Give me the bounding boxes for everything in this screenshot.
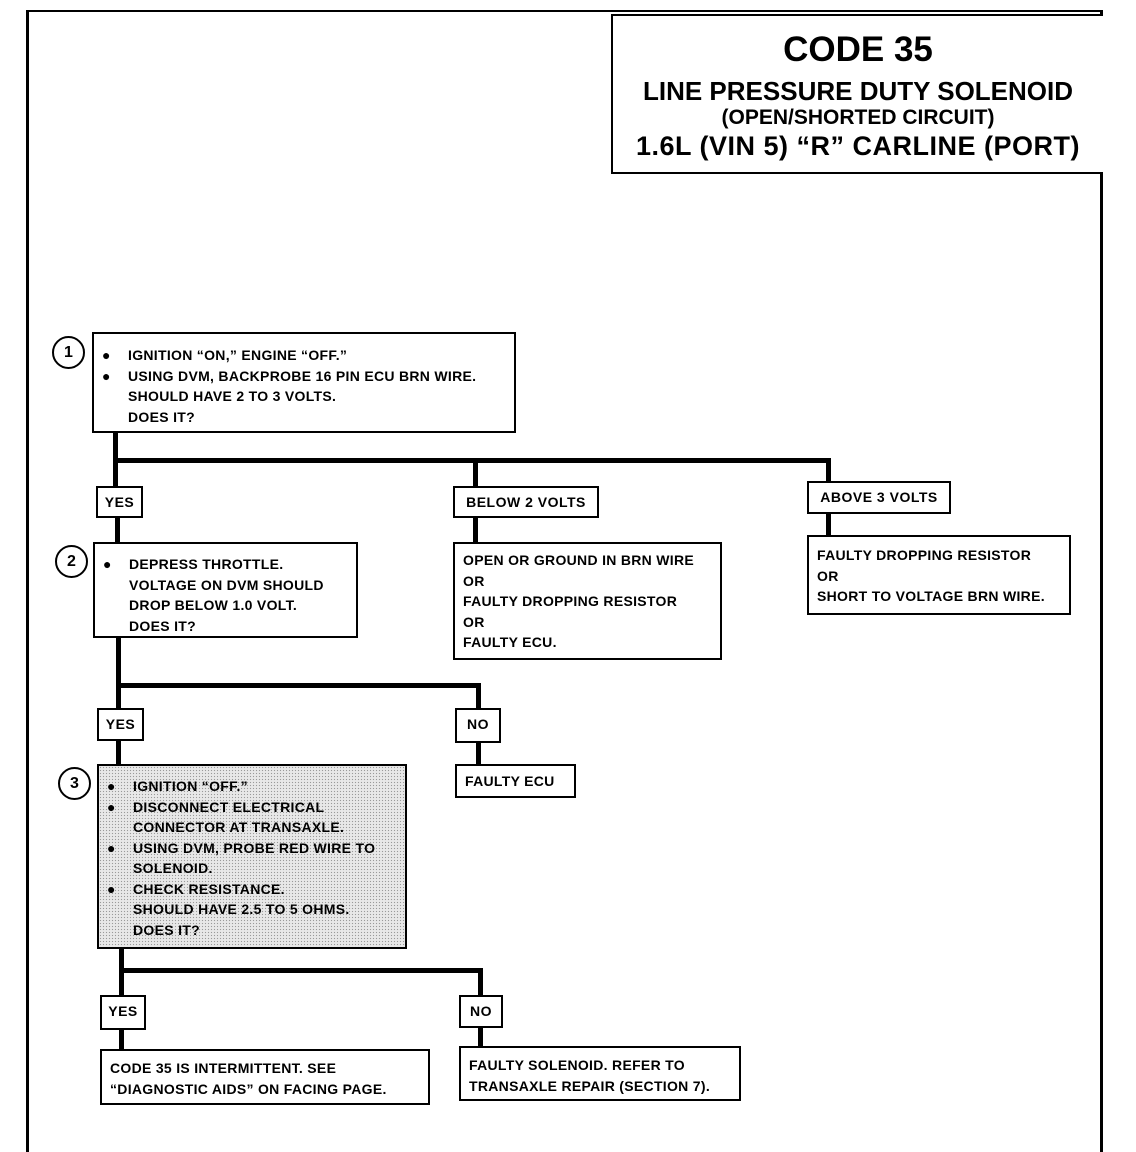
step-1-number: 1	[52, 336, 85, 369]
step-3-number: 3	[58, 767, 91, 800]
title-line-3: 1.6L (VIN 5) “R” CARLINE (PORT)	[635, 131, 1081, 161]
title-line-1: LINE PRESSURE DUTY SOLENOID	[642, 76, 1074, 106]
above-3-volts-label: ABOVE 3 VOLTS	[807, 481, 951, 514]
step-3-item: ●IGNITION “OFF.”	[107, 778, 248, 794]
no-label-2: NO	[455, 708, 501, 743]
connector	[113, 458, 830, 463]
connector	[826, 458, 831, 485]
step-2-number: 2	[55, 545, 88, 578]
step-1-box: ●IGNITION “ON,” ENGINE “OFF.” ●USING DVM…	[92, 332, 516, 433]
title-block: CODE 35 LINE PRESSURE DUTY SOLENOID (OPE…	[611, 14, 1103, 174]
step-2-item: ●DEPRESS THROTTLE. VOLTAGE ON DVM SHOULD…	[103, 556, 324, 634]
step-3-box: ●IGNITION “OFF.” ●DISCONNECT ELECTRICAL …	[97, 764, 407, 949]
yes-label-1: YES	[96, 486, 143, 518]
no-label-3: NO	[459, 995, 503, 1028]
title-line-2: (OPEN/SHORTED CIRCUIT)	[721, 106, 995, 129]
above-3-volts-result: FAULTY DROPPING RESISTOR OR SHORT TO VOL…	[807, 535, 1071, 615]
step-3-item: ●CHECK RESISTANCE. SHOULD HAVE 2.5 TO 5 …	[107, 880, 350, 938]
connector	[116, 636, 121, 710]
connector	[476, 740, 481, 767]
faulty-solenoid-result: FAULTY SOLENOID. REFER TO TRANSAXLE REPA…	[459, 1046, 741, 1101]
connector	[119, 968, 483, 973]
page-frame-left	[26, 10, 29, 1152]
yes-label-2: YES	[97, 708, 144, 741]
connector	[116, 738, 121, 768]
connector	[116, 683, 481, 688]
step-3-item: ●DISCONNECT ELECTRICAL CONNECTOR AT TRAN…	[107, 798, 345, 836]
page-frame-top	[26, 10, 1103, 12]
connector	[473, 516, 478, 546]
connector	[115, 516, 120, 546]
step-2-box: ●DEPRESS THROTTLE. VOLTAGE ON DVM SHOULD…	[93, 542, 358, 638]
connector	[478, 968, 483, 997]
below-2-volts-label: BELOW 2 VOLTS	[453, 486, 599, 518]
step-1-item: ●IGNITION “ON,” ENGINE “OFF.”	[102, 347, 348, 363]
connector	[478, 1026, 483, 1048]
page-frame-right	[1100, 10, 1103, 1152]
below-2-volts-result: OPEN OR GROUND IN BRN WIRE OR FAULTY DRO…	[453, 542, 722, 660]
connector	[473, 458, 478, 490]
faulty-ecu-result: FAULTY ECU	[455, 764, 576, 798]
yes-label-3: YES	[100, 995, 146, 1030]
step-3-item: ●USING DVM, PROBE RED WIRE TO SOLENOID.	[107, 839, 376, 877]
step-1-item: ●USING DVM, BACKPROBE 16 PIN ECU BRN WIR…	[102, 367, 477, 425]
intermittent-result: CODE 35 IS INTERMITTENT. SEE “DIAGNOSTIC…	[100, 1049, 430, 1105]
code-title: CODE 35	[783, 30, 933, 69]
connector	[826, 512, 831, 538]
connector	[476, 683, 481, 710]
connector	[119, 1028, 124, 1052]
